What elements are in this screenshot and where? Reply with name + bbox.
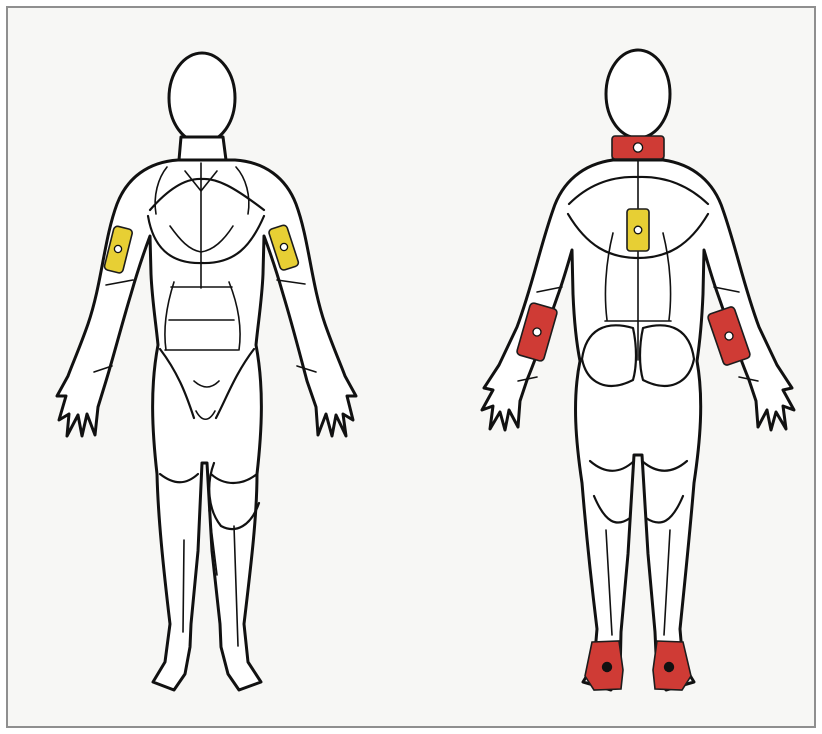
back-sensor-left-foot [585, 641, 623, 690]
back-sensor-neck [612, 136, 664, 159]
back-sensor-upper-back [627, 209, 649, 251]
front-body-figure [0, 0, 411, 734]
front-body-outline [57, 53, 356, 690]
back-sensor-right-foot [653, 641, 691, 690]
back-body-figure [411, 0, 822, 734]
